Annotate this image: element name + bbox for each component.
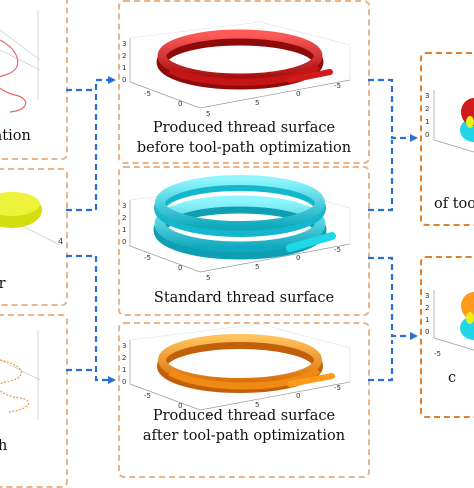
top-x-tick-0: 0 bbox=[178, 100, 182, 108]
left-bottom-caption: h bbox=[0, 438, 8, 454]
rb-z-2: 2 bbox=[425, 304, 429, 312]
left-top-plot bbox=[0, 10, 41, 113]
left-top-caption: zation bbox=[0, 128, 31, 144]
mid-z-tick-0: 0 bbox=[122, 238, 126, 246]
mid-y-tick-neg: -5 bbox=[334, 246, 341, 254]
right-top-caption: of too bbox=[434, 196, 474, 212]
center-bottom-caption-line1: Produced thread surface bbox=[152, 408, 336, 424]
graphics-layer: 4 3 2 1 0 -5 0 5 5 0 -5 bbox=[0, 10, 474, 420]
bot-y-tick-0: 0 bbox=[296, 392, 300, 400]
center-top-caption-line2: before tool-path optimization bbox=[136, 140, 352, 156]
bot-z-tick-0: 0 bbox=[122, 378, 126, 386]
top-z-tick-1: 1 bbox=[122, 64, 126, 72]
bot-z-tick-1: 1 bbox=[122, 366, 126, 374]
bot-z-tick-3: 3 bbox=[122, 342, 126, 350]
left-middle-tick: 4 bbox=[58, 237, 63, 246]
right-bottom-plot: 3 2 1 0 -5 bbox=[425, 290, 474, 358]
right-top-plot: 3 2 1 0 bbox=[425, 90, 474, 153]
left-middle-panel: er bbox=[0, 168, 68, 306]
top-z-tick-2: 2 bbox=[122, 52, 126, 60]
bot-x-tick-0: 0 bbox=[178, 402, 182, 410]
arrows bbox=[66, 76, 418, 384]
center-bottom-caption-line2: after tool-path optimization bbox=[142, 428, 346, 444]
top-x-tick-pos: 5 bbox=[206, 110, 210, 118]
arrow-left-middle-to-center-bottom bbox=[66, 254, 116, 384]
top-x-tick-neg: -5 bbox=[144, 90, 151, 98]
arrow-center-top-to-right-top bbox=[368, 78, 418, 142]
bot-z-tick-2: 2 bbox=[122, 354, 126, 362]
mid-z-tick-2: 2 bbox=[122, 214, 126, 222]
rt-z-2: 2 bbox=[425, 105, 429, 113]
center-top-caption-line1: Produced thread surface bbox=[152, 120, 336, 136]
left-bottom-plot bbox=[0, 330, 41, 420]
bot-y-tick-neg: -5 bbox=[334, 384, 341, 392]
center-bottom-plot: 3 2 1 0 -5 0 5 5 0 -5 bbox=[122, 323, 351, 420]
center-top-plot: 3 2 1 0 -5 0 5 5 0 -5 bbox=[122, 21, 351, 118]
arrow-center-middle-to-right-top bbox=[368, 140, 394, 212]
bot-x-tick-neg: -5 bbox=[144, 392, 151, 400]
arrow-center-middle-to-right-bottom bbox=[368, 256, 418, 340]
mid-z-tick-1: 1 bbox=[122, 226, 126, 234]
rt-z-1: 1 bbox=[425, 118, 429, 126]
mid-x-tick-pos: 5 bbox=[206, 274, 210, 282]
arrow-left-middle-to-center-top bbox=[66, 92, 98, 212]
center-middle-plot: 3 2 1 0 -5 0 5 5 0 -5 bbox=[122, 175, 351, 282]
top-z-tick-3: 3 bbox=[122, 40, 126, 48]
arrow-center-bottom-to-right-bottom bbox=[368, 340, 394, 382]
top-y-tick-0: 0 bbox=[296, 90, 300, 98]
mid-z-tick-3: 3 bbox=[122, 202, 126, 210]
left-middle-plot: 4 bbox=[0, 192, 63, 246]
rb-z-3: 3 bbox=[425, 292, 429, 300]
bot-x-tick-pos: 5 bbox=[206, 412, 210, 420]
mid-x-tick-neg: -5 bbox=[144, 254, 151, 262]
rb-z-0: 0 bbox=[425, 328, 429, 336]
rt-z-0: 0 bbox=[425, 131, 429, 139]
top-z-tick-0: 0 bbox=[122, 76, 126, 84]
rt-z-3: 3 bbox=[425, 92, 429, 100]
mid-x-tick-0: 0 bbox=[178, 264, 182, 272]
left-middle-caption: er bbox=[0, 276, 6, 292]
center-middle-caption: Standard thread surface bbox=[153, 290, 335, 306]
mid-y-tick-0: 0 bbox=[296, 254, 300, 262]
bot-y-tick-pos: 5 bbox=[255, 401, 259, 409]
rb-x-neg: -5 bbox=[434, 350, 441, 358]
top-y-tick-pos: 5 bbox=[255, 99, 259, 107]
left-top-panel: zation bbox=[0, 0, 68, 160]
rb-z-1: 1 bbox=[425, 316, 429, 324]
mid-y-tick-pos: 5 bbox=[255, 263, 259, 271]
top-y-tick-neg: -5 bbox=[334, 82, 341, 90]
right-bottom-caption: c bbox=[448, 370, 457, 386]
arrow-left-top-to-center-top bbox=[66, 76, 116, 92]
